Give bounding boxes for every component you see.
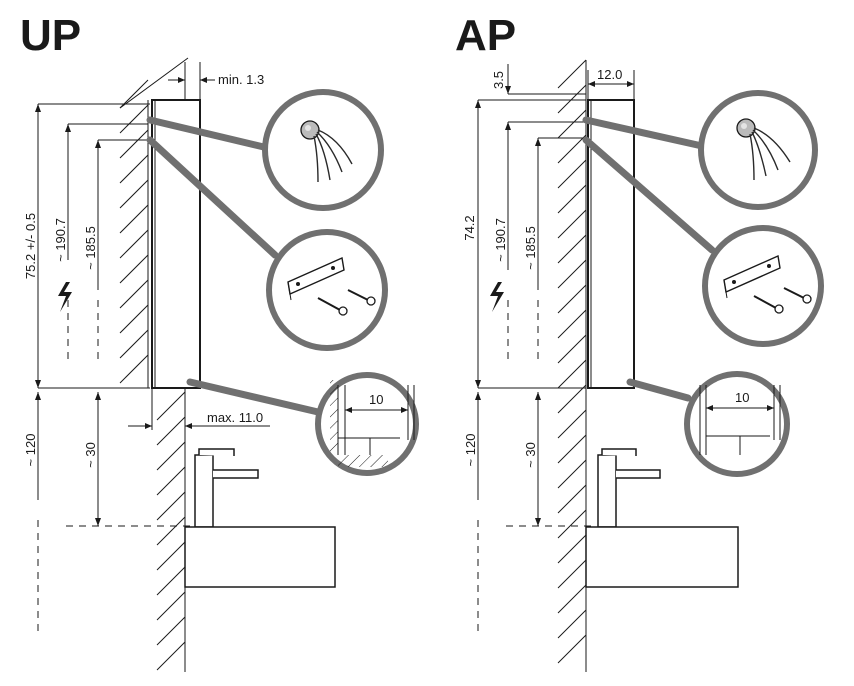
label-gap-ap: ~ 30 <box>523 442 538 468</box>
panel-up: UP <box>20 11 419 672</box>
wall-hatching-ap <box>557 59 587 389</box>
label-depth-top-ap: 12.0 <box>597 67 622 82</box>
label-mount-height-up: ~ 185.5 <box>83 226 98 270</box>
wall-lower-ap <box>557 384 587 672</box>
dim-basin-height-ap: ~ 120 <box>463 392 481 636</box>
detail-cable-ap <box>698 90 818 210</box>
panel-ap: AP <box>455 11 824 672</box>
label-depth-up: max. 11.0 <box>207 410 263 425</box>
faucet-icon <box>597 448 661 528</box>
screw-icon <box>317 289 376 316</box>
dim-top-offset-ap: 3.5 <box>491 64 586 101</box>
wall-lower-up <box>156 388 186 672</box>
label-height-ap: 74.2 <box>462 215 477 240</box>
detail-bracket-up <box>266 229 388 351</box>
panel-title-up: UP <box>20 11 81 60</box>
faucet-icon <box>194 448 259 528</box>
label-cable-height-ap: ~ 190.7 <box>493 218 508 262</box>
label-detail-width-up: 10 <box>369 392 383 407</box>
dim-cable-height-up: ~ 190.7 <box>53 123 148 360</box>
detail-bracket-ap <box>702 225 824 347</box>
basin-ap <box>585 526 739 588</box>
dim-top-clearance-up: min. 1.3 <box>168 62 264 100</box>
cable-icon <box>736 118 791 181</box>
lightning-icon <box>490 282 504 312</box>
cable-icon <box>300 120 353 183</box>
label-top-clearance: min. 1.3 <box>218 72 264 87</box>
screw-icon <box>753 287 812 314</box>
panel-title-ap: AP <box>455 11 516 60</box>
dim-height-ap: 74.2 <box>462 99 586 389</box>
basin-up <box>184 526 336 588</box>
label-detail-width-ap: 10 <box>735 390 749 405</box>
label-top-offset-ap: 3.5 <box>491 71 506 89</box>
label-basin-height-ap: ~ 120 <box>463 434 478 467</box>
detail-cable-up <box>262 89 384 211</box>
label-basin-height-up: ~ 120 <box>23 434 38 467</box>
label-gap-up: ~ 30 <box>83 442 98 468</box>
dim-gap-ap: ~ 30 <box>506 392 592 527</box>
detail-depth-ap: 10 <box>684 371 790 477</box>
wall-hatching-up <box>119 57 189 388</box>
mounting-bracket-icon <box>723 254 781 299</box>
dim-mount-height-ap: ~ 185.5 <box>523 137 586 360</box>
dim-height-up: 75.2 +/- 0.5 <box>23 103 150 389</box>
dim-gap-up: ~ 30 <box>66 392 190 527</box>
dim-cable-height-ap: ~ 190.7 <box>493 121 586 360</box>
label-mount-height-ap: ~ 185.5 <box>523 226 538 270</box>
mounting-bracket-icon <box>287 256 345 301</box>
dim-depth-top-ap: 12.0 <box>587 67 635 100</box>
lightning-icon <box>58 282 72 312</box>
label-cable-height-up: ~ 190.7 <box>53 218 68 262</box>
dim-mount-height-up: ~ 185.5 <box>83 139 148 360</box>
dim-depth-up: max. 11.0 <box>128 388 270 430</box>
detail-depth-up: 10 <box>315 372 419 476</box>
cabinet-body-up <box>151 99 201 389</box>
dim-basin-height-up: ~ 120 <box>23 392 41 636</box>
label-height-up: 75.2 +/- 0.5 <box>23 213 38 279</box>
